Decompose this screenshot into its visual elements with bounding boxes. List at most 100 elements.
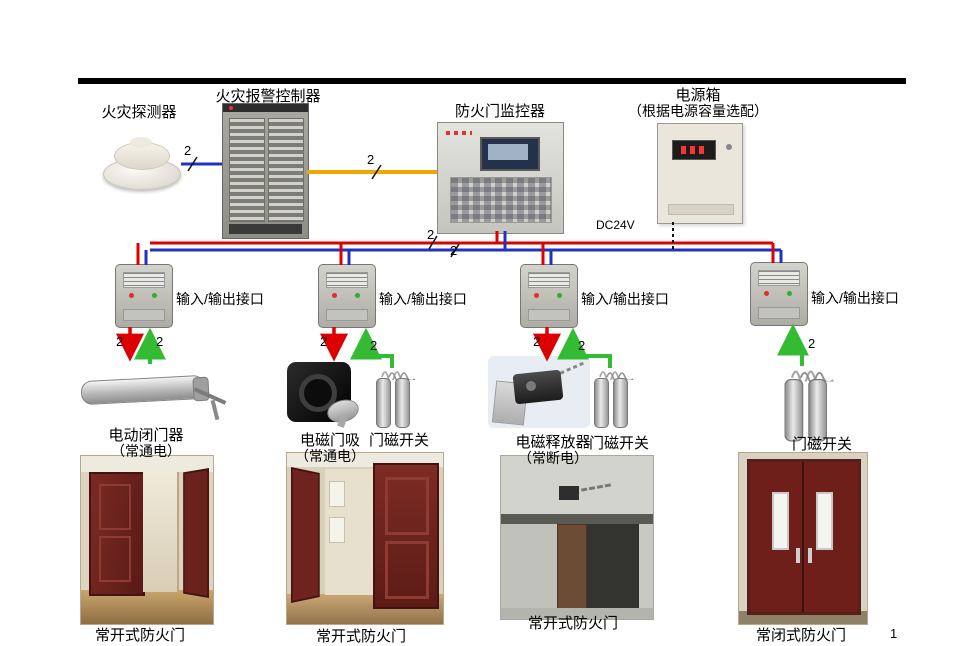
release-device-mounted: [559, 486, 579, 500]
io-interface-module-3: [520, 264, 578, 328]
power-display: [672, 140, 716, 160]
power-foot-strip: [668, 204, 734, 215]
controller-led: [229, 106, 233, 110]
door-switch-label-2: 门磁开关: [588, 435, 650, 452]
door-closer-label: 电动闭门器: [108, 427, 184, 444]
photo-wall: [501, 456, 653, 514]
io-label-3: 输入/输出接口: [581, 291, 669, 307]
wire-count-bus-b: 2: [450, 243, 458, 258]
io-label-1: 输入/输出接口: [176, 291, 264, 307]
door-leaf: [557, 524, 587, 610]
door-photo-normally-open-2: [286, 452, 444, 625]
io-terminal-strip: [758, 307, 800, 319]
io-red-led: [332, 293, 337, 298]
io-terminal-strip: [528, 309, 570, 321]
monitor-screen-inner: [488, 144, 528, 160]
io-label-strip: [123, 272, 165, 288]
io-label-strip: [528, 272, 570, 288]
door-photo-normally-open-3: [500, 455, 654, 620]
io-interface-module-4: [750, 262, 808, 326]
switch-bar: [594, 378, 609, 428]
monitor-label: 防火门监控器: [454, 103, 546, 120]
photo-ceiling: [81, 456, 213, 472]
monitor-leds: [446, 131, 472, 135]
closer-body: [80, 374, 206, 406]
wire-count-m3-out: 2: [533, 334, 541, 349]
power-box-icon: [657, 123, 743, 224]
io-red-led: [534, 293, 539, 298]
io-label-strip: [326, 272, 368, 288]
corridor-window: [329, 517, 345, 543]
switch-bar: [376, 378, 391, 428]
door-switch-label-1: 门磁开关: [368, 432, 430, 449]
electromagnetic-door-holder-icon: [287, 362, 362, 428]
door-panel: [385, 477, 429, 535]
switch-bar: [395, 378, 410, 428]
top-rule: [78, 78, 906, 84]
monitor-keypad: [450, 177, 552, 223]
io-terminal-strip: [123, 309, 165, 321]
door-panel: [99, 536, 131, 582]
door-leaf: [89, 472, 145, 596]
io-red-led: [764, 291, 769, 296]
door-release-label: 电磁释放器: [515, 434, 591, 451]
power-box-label: 电源箱: [675, 87, 721, 104]
wire-count-m2-in: 2: [370, 338, 378, 353]
fire-alarm-controller-icon: [222, 103, 309, 239]
door-frame-header: [501, 514, 653, 524]
door-photo-normally-open-1: [80, 455, 214, 625]
photo-wall: [501, 524, 557, 619]
io-green-led: [355, 293, 360, 298]
dc24v-label: DC24V: [596, 218, 635, 232]
door-panel: [99, 484, 131, 530]
power-box-sublabel: （根据电源容量选配）: [628, 103, 768, 119]
door-magnetic-switch-icon-1: [374, 366, 420, 428]
controller-module-column: [268, 118, 304, 222]
smoke-detector-top: [114, 142, 170, 170]
wire-count-bus-a: 2: [427, 227, 435, 242]
door-holder-sublabel: （常通电）: [295, 448, 365, 464]
electromagnetic-release-icon: [488, 356, 590, 428]
power-keyhole: [726, 144, 732, 150]
io-green-led: [787, 291, 792, 296]
controller-module-column: [229, 118, 265, 222]
release-body: [512, 369, 564, 405]
io-interface-module-1: [115, 264, 173, 328]
power-display-digits: [681, 146, 686, 154]
closer-arm: [210, 399, 220, 421]
door-magnetic-switch-icon-3: [782, 364, 840, 442]
door-panel: [385, 541, 429, 599]
controller-label: 火灾报警控制器: [215, 88, 321, 105]
door-leaf-open: [183, 468, 209, 598]
electric-door-closer-icon: [75, 364, 227, 422]
io-label-strip: [758, 270, 800, 286]
door-label-2: 常开式防火门: [315, 628, 407, 645]
io-green-led: [557, 293, 562, 298]
detector-label: 火灾探测器: [101, 104, 177, 121]
door-photo-normally-closed: [738, 452, 868, 625]
door-magnetic-switch-icon-2: [592, 366, 638, 428]
door-handle: [808, 548, 812, 563]
door-vision-panel: [816, 492, 833, 550]
door-closer-sublabel: （常通电）: [111, 443, 181, 459]
wire-count-m3-in: 2: [578, 338, 586, 353]
door-release-sublabel: （常断电）: [518, 450, 588, 466]
io-red-led: [129, 293, 134, 298]
door-leaf-open: [291, 467, 320, 603]
wire-count-m2-out: 2: [320, 334, 328, 349]
door-label-1: 常开式防火门: [94, 627, 186, 644]
door-label-4: 常闭式防火门: [755, 627, 847, 644]
door-leaf: [373, 463, 439, 609]
corridor-window: [329, 481, 345, 507]
monitor-screen: [480, 137, 540, 171]
controller-top-strip: [223, 104, 308, 112]
door-handle: [796, 548, 800, 563]
photo-corridor: [325, 469, 373, 595]
door-label-3: 常开式防火门: [527, 615, 619, 632]
smoke-detector-icon: [103, 158, 181, 190]
controller-foot-strip: [229, 224, 302, 234]
photo-floor: [501, 608, 653, 619]
door-holder-label: 电磁门吸: [299, 432, 361, 449]
wire-count-m1-in: 2: [156, 334, 164, 349]
